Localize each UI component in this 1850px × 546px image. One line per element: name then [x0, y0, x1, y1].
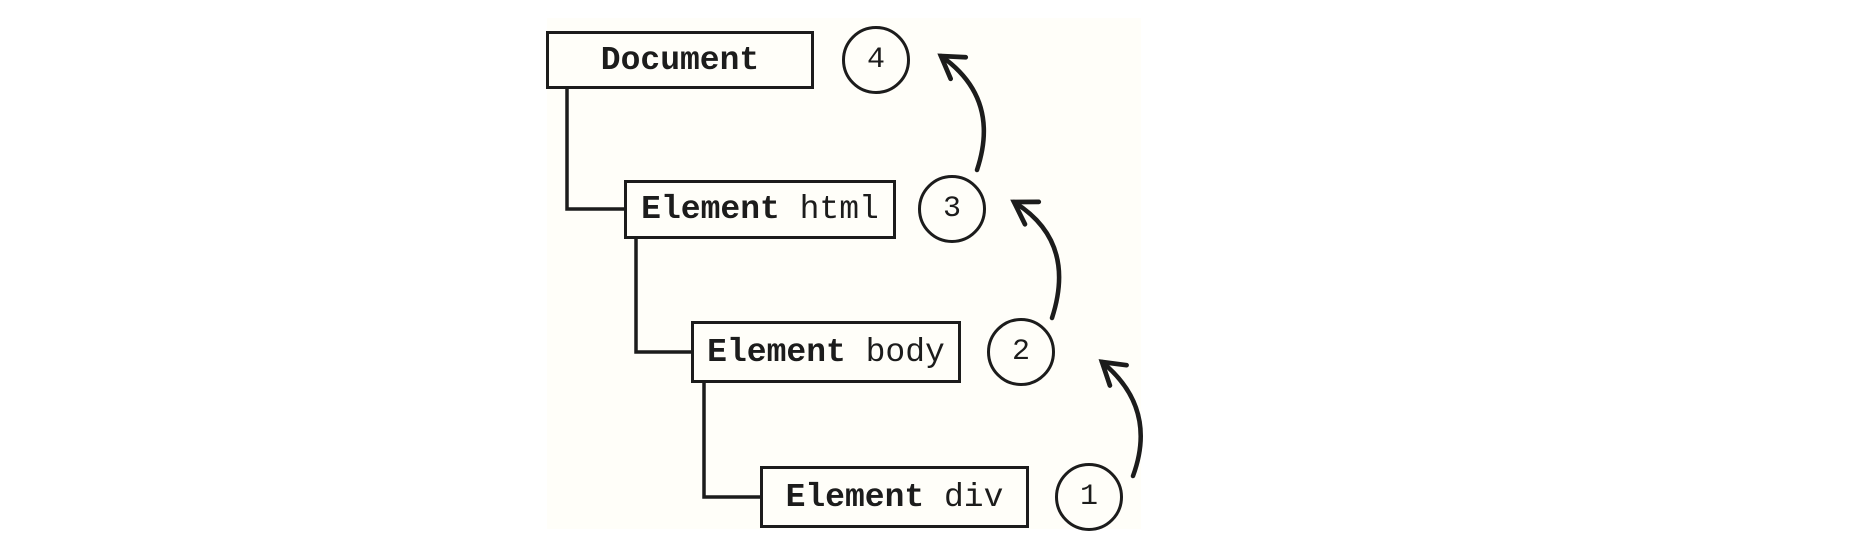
node-box-document: Document — [546, 31, 814, 89]
order-badge-2: 2 — [987, 318, 1055, 386]
node-type-label: Element — [707, 333, 846, 371]
order-number: 4 — [866, 43, 885, 77]
order-badge-4: 4 — [842, 26, 910, 94]
tree-connector-body-div — [702, 383, 760, 499]
order-number: 2 — [1011, 335, 1030, 369]
order-number: 3 — [942, 192, 961, 226]
node-tag-label: body — [865, 333, 945, 371]
node-type-label: Element — [785, 478, 925, 516]
node-tag-label: div — [944, 478, 1004, 516]
node-box-element-body: Element body — [691, 321, 961, 383]
tree-connector-html-body — [634, 239, 691, 354]
tree-connector-document-html — [565, 89, 624, 211]
figure-background — [547, 18, 1141, 529]
order-number: 1 — [1079, 480, 1098, 514]
node-box-element-html: Element html — [624, 180, 896, 239]
node-type-label: Element — [641, 191, 780, 228]
propagation-arrow-2-to-3 — [1010, 199, 1062, 321]
node-type-label: Document — [600, 41, 760, 79]
order-badge-3: 3 — [918, 175, 986, 243]
propagation-arrow-3-to-4 — [937, 53, 986, 173]
propagation-arrow-1-to-2 — [1098, 359, 1143, 479]
node-tag-label: html — [799, 191, 879, 228]
order-badge-1: 1 — [1055, 463, 1123, 531]
node-box-element-div: Element div — [760, 466, 1029, 528]
